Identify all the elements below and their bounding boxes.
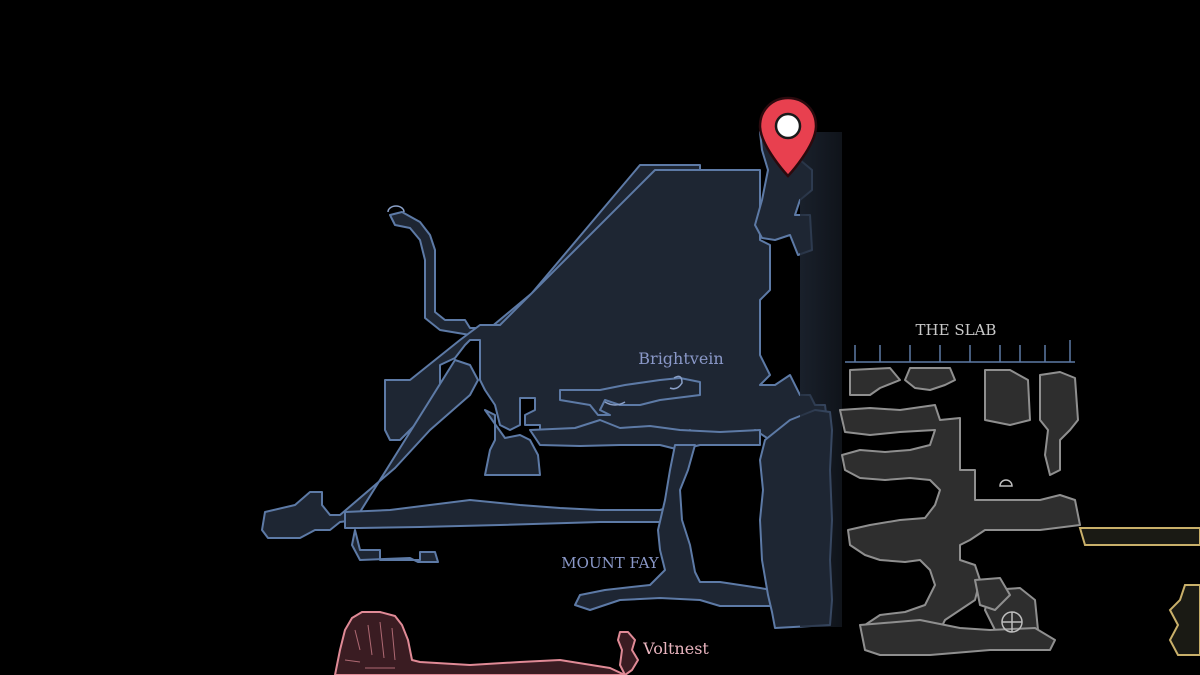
label-brightvein: Brightvein [638, 349, 723, 368]
mount-fay-diagonal-lower [261, 359, 479, 539]
slab-room-east-block [984, 369, 1031, 426]
location-pin-icon[interactable] [758, 96, 818, 178]
label-voltnest: Voltnest [642, 639, 709, 658]
slab-top-border [845, 340, 1075, 363]
label-the-slab: THE SLAB [916, 321, 997, 339]
pin-center [774, 112, 802, 140]
mount-fay-bottom-nub [351, 529, 439, 563]
voltnest-tower [617, 631, 639, 675]
mount-fay-center-drop [484, 409, 541, 476]
slab-east-spine [1039, 371, 1079, 476]
slab-room-hub [904, 367, 956, 391]
brightvein-ledge [559, 377, 701, 416]
east-room [1168, 584, 1200, 656]
slab-shrine-icon [999, 479, 1023, 633]
mount-fay-vertical-shaft [574, 444, 779, 611]
east-region[interactable] [1078, 527, 1200, 656]
voltnest-texture [344, 621, 396, 669]
slab-room-top-left [849, 367, 901, 396]
voltnest-region[interactable] [334, 611, 639, 675]
summit-shaft [800, 132, 842, 627]
label-mount-fay: MOUNT FAY [561, 554, 660, 572]
east-corridor [1078, 527, 1200, 546]
slab-south-room [974, 577, 1011, 611]
slab-main-grid [839, 404, 1081, 646]
mount-fay-details [387, 205, 683, 406]
slab-south-corridor [859, 619, 1056, 656]
voltnest-dome [334, 611, 626, 675]
mount-fay-region[interactable] [261, 129, 833, 629]
mount-fay-corridor-middle [529, 419, 761, 451]
mount-fay-corridor-bottom [344, 499, 673, 529]
the-slab-region[interactable] [839, 340, 1081, 656]
